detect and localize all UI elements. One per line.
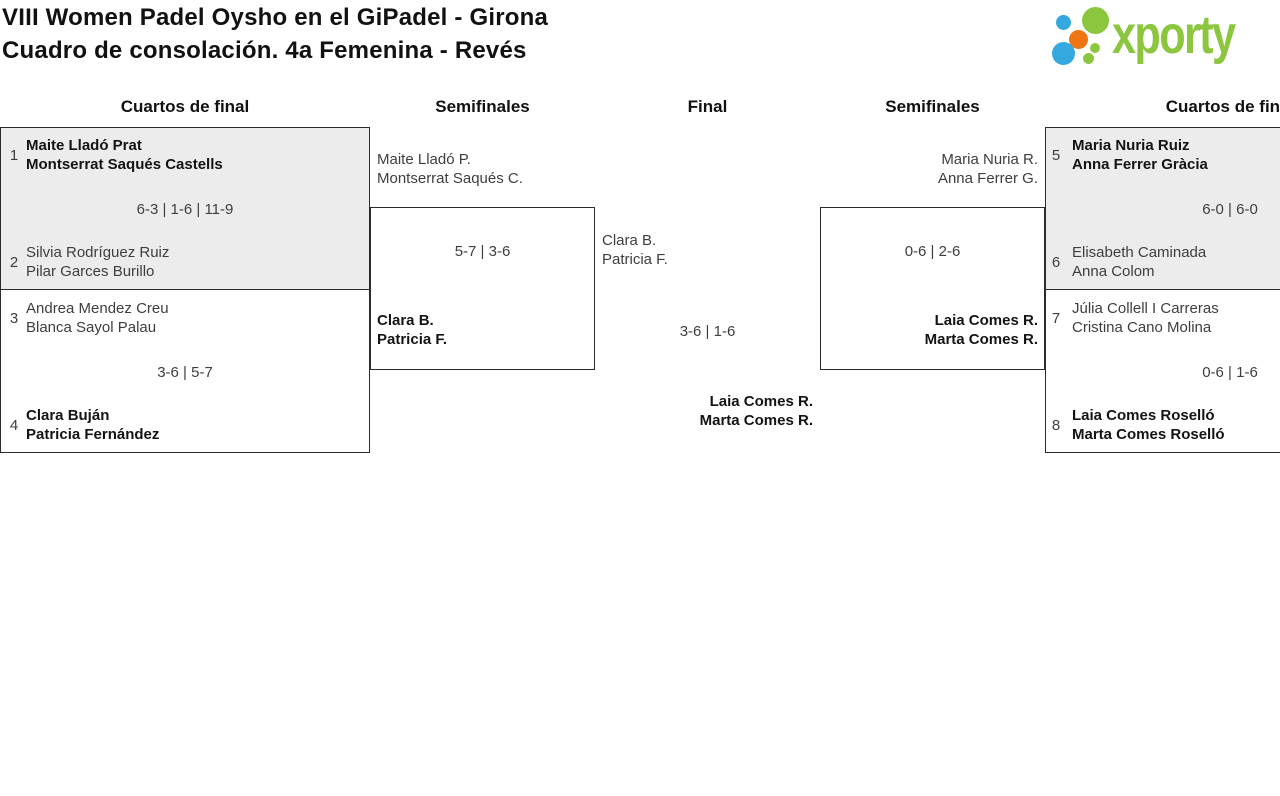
tournament-title-line2: Cuadro de consolación. 4a Femenina - Rev… bbox=[2, 37, 527, 64]
player-name: Andrea Mendez Creu bbox=[26, 300, 169, 317]
team-entry-seed6: 6 Elisabeth Caminada Anna Colom bbox=[1046, 243, 1280, 281]
match-score-sf-left: 5-7 | 3-6 bbox=[454, 243, 511, 260]
column-header-final: Final bbox=[687, 97, 728, 116]
seed-number: 1 bbox=[9, 146, 19, 164]
player-name: Clara B. bbox=[602, 232, 657, 249]
seed-number: 4 bbox=[9, 416, 19, 434]
seed-number: 7 bbox=[1051, 309, 1061, 327]
tournament-title-line1: VIII Women Padel Oysho en el GiPadel - G… bbox=[2, 4, 549, 31]
logo-dot-green-small-icon bbox=[1090, 43, 1100, 53]
quarterfinal-match1-box bbox=[1, 128, 369, 290]
team-entry-sf-right-bottom: Laia Comes R. Marta Comes R. bbox=[820, 311, 1038, 349]
team-entry-final-winner: Laia Comes R. Marta Comes R. bbox=[595, 392, 813, 430]
player-name: Anna Ferrer G. bbox=[937, 170, 1038, 187]
team-entry-seed1: 1 Maite Lladó Prat Montserrat Saqués Cas… bbox=[6, 136, 364, 174]
player-name: Laia Comes Roselló bbox=[1072, 407, 1215, 424]
quarterfinal-match3-box bbox=[1046, 128, 1280, 290]
player-name: Laia Comes R. bbox=[934, 312, 1038, 329]
logo-wordmark: xporty bbox=[1112, 5, 1236, 65]
logo-dot-green-small2-icon bbox=[1083, 53, 1094, 64]
logo-dot-green-large-icon bbox=[1082, 7, 1109, 34]
player-name: Silvia Rodríguez Ruiz bbox=[26, 244, 170, 261]
team-entry-sf-left-bottom: Clara B. Patricia F. bbox=[377, 311, 587, 349]
player-name: Marta Comes Roselló bbox=[1072, 426, 1225, 443]
quarterfinals-left-box bbox=[0, 127, 370, 453]
player-name: Elisabeth Caminada bbox=[1072, 244, 1207, 261]
player-name: Júlia Collell I Carreras bbox=[1072, 300, 1219, 317]
player-name: Anna Ferrer Gràcia bbox=[1072, 156, 1208, 173]
player-name: Pilar Garces Burillo bbox=[26, 263, 155, 280]
player-name: Marta Comes R. bbox=[924, 331, 1038, 348]
seed-number: 5 bbox=[1051, 146, 1061, 164]
player-name: Cristina Cano Molina bbox=[1072, 319, 1212, 336]
team-entry-finalist-left: Clara B. Patricia F. bbox=[602, 231, 812, 269]
match-score-qf-right-2: 0-6 | 1-6 bbox=[1202, 364, 1258, 381]
logo-dot-orange-icon bbox=[1069, 30, 1088, 49]
semifinal-right-box bbox=[820, 207, 1045, 370]
match-score-qf-left-2: 3-6 | 5-7 bbox=[157, 364, 213, 381]
team-entry-seed7: 7 Júlia Collell I Carreras Cristina Cano… bbox=[1046, 299, 1280, 337]
team-entry-seed2: 2 Silvia Rodríguez Ruiz Pilar Garces Bur… bbox=[6, 243, 364, 281]
player-name: Marta Comes R. bbox=[699, 412, 813, 429]
player-name: Anna Colom bbox=[1072, 263, 1155, 280]
column-header-semifinals-right: Semifinales bbox=[885, 97, 980, 116]
team-entry-seed4: 4 Clara Buján Patricia Fernández bbox=[6, 406, 364, 444]
player-name: Laia Comes R. bbox=[709, 393, 813, 410]
seed-number: 3 bbox=[9, 309, 19, 327]
player-name: Montserrat Saqués Castells bbox=[26, 156, 223, 173]
player-name: Montserrat Saqués C. bbox=[377, 170, 523, 187]
player-name: Patricia F. bbox=[602, 251, 668, 268]
match-score-sf-right: 0-6 | 2-6 bbox=[904, 243, 961, 260]
player-name: Maria Nuria R. bbox=[941, 151, 1038, 168]
match-score-qf-right-1: 6-0 | 6-0 bbox=[1202, 201, 1258, 218]
team-entry-sf-right-top: Maria Nuria R. Anna Ferrer G. bbox=[820, 150, 1038, 188]
logo-dot-blue-small-icon bbox=[1056, 15, 1071, 30]
column-header-semifinals-left: Semifinales bbox=[435, 97, 530, 116]
player-name: Patricia F. bbox=[377, 331, 448, 348]
semifinal-left-box bbox=[370, 207, 595, 370]
team-entry-seed8: 8 Laia Comes Roselló Marta Comes Roselló bbox=[1046, 406, 1280, 444]
player-name: Maria Nuria Ruiz bbox=[1072, 137, 1190, 154]
match-score-qf-left-1: 6-3 | 1-6 | 11-9 bbox=[136, 201, 234, 218]
seed-number: 8 bbox=[1051, 416, 1061, 434]
team-entry-seed5: 5 Maria Nuria Ruiz Anna Ferrer Gràcia bbox=[1046, 136, 1280, 174]
seed-number: 6 bbox=[1051, 253, 1061, 271]
player-name: Clara Buján bbox=[26, 407, 110, 424]
tournament-title: VIII Women Padel Oysho en el GiPadel - G… bbox=[2, 1, 548, 67]
player-name: Clara B. bbox=[377, 312, 434, 329]
logo-dot-blue-large-icon bbox=[1052, 42, 1075, 65]
quarterfinals-right-box bbox=[1045, 127, 1280, 453]
team-entry-seed3: 3 Andrea Mendez Creu Blanca Sayol Palau bbox=[6, 299, 364, 337]
seed-number: 2 bbox=[9, 253, 19, 271]
column-header-quarterfinals-right: Cuartos de final bbox=[1165, 97, 1280, 116]
player-name: Maite Lladó P. bbox=[377, 151, 471, 168]
player-name: Maite Lladó Prat bbox=[26, 137, 142, 154]
column-header-quarterfinals-left: Cuartos de final bbox=[120, 97, 250, 116]
team-entry-sf-left-top: Maite Lladó P. Montserrat Saqués C. bbox=[377, 150, 587, 188]
match-score-final: 3-6 | 1-6 bbox=[679, 323, 736, 340]
player-name: Patricia Fernández bbox=[26, 426, 160, 443]
player-name: Blanca Sayol Palau bbox=[26, 319, 157, 336]
